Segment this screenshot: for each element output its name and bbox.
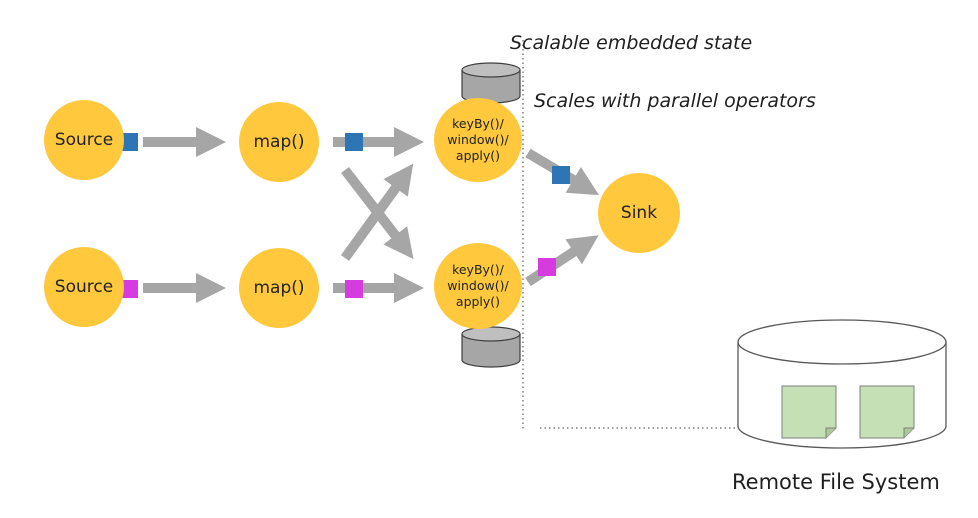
map-node-2: map(): [239, 248, 319, 328]
document-icon: [781, 385, 837, 439]
square-marker-icon: [120, 133, 138, 151]
window-node-1: keyBy()/ window()/ apply(): [434, 98, 522, 182]
parallel-note: Scales with parallel operators: [534, 90, 816, 112]
remote-fs-label: Remote File System: [732, 470, 940, 494]
square-marker-icon: [538, 258, 556, 276]
window-node-2: keyBy()/ window()/ apply(): [434, 243, 522, 329]
database-icon: [461, 62, 521, 104]
square-marker-icon: [345, 133, 363, 151]
source-node-1: Source: [44, 100, 124, 180]
square-marker-icon: [552, 166, 570, 184]
sink-node: Sink: [598, 173, 680, 253]
square-marker-icon: [120, 280, 138, 298]
square-marker-icon: [345, 280, 363, 298]
document-icon: [859, 385, 915, 439]
arrow-window2-sink: [525, 235, 599, 287]
database-icon: [461, 326, 521, 368]
embedded-state-note: Scalable embedded state: [510, 32, 753, 54]
map-node-1: map(): [239, 102, 319, 182]
remote-fs-cylinder: [737, 319, 947, 449]
arrow-map2-window1: [340, 163, 414, 261]
source-node-2: Source: [44, 247, 124, 327]
